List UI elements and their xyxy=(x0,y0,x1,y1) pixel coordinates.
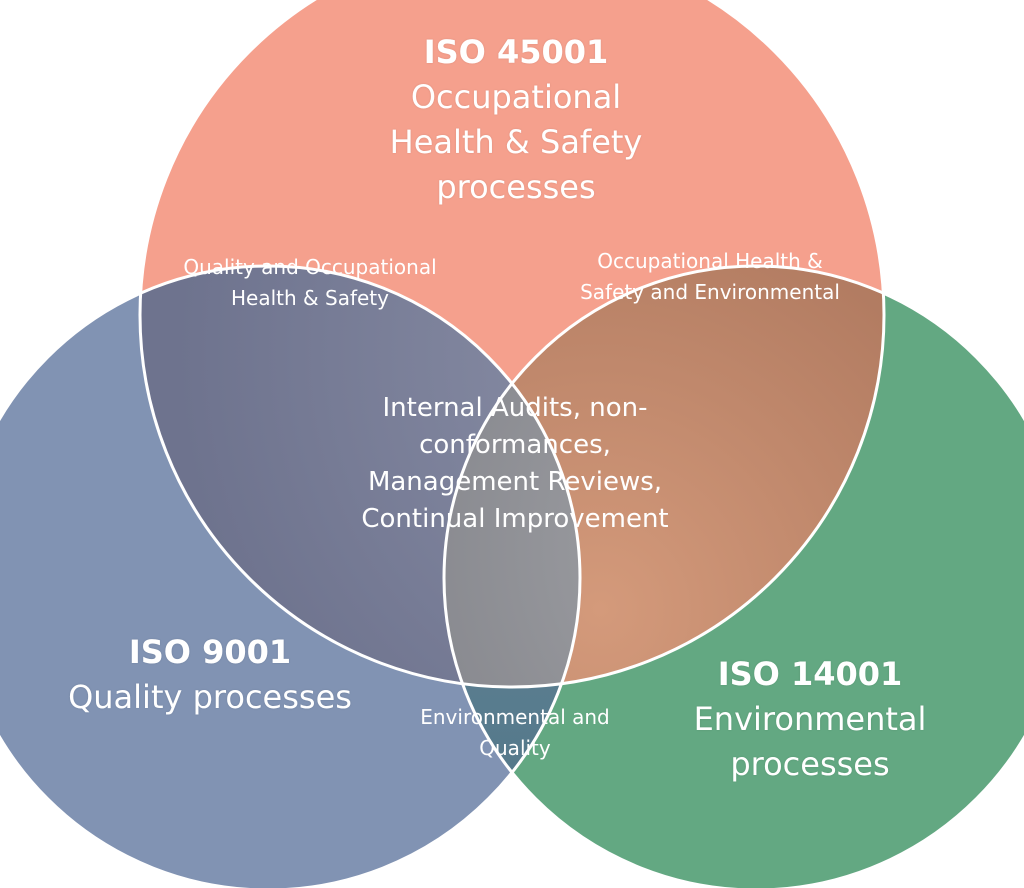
ohs-description: Occupational Health & Safety processes xyxy=(389,78,643,206)
quality-circle-outline xyxy=(0,264,582,888)
ohs-environmental-region xyxy=(444,266,884,687)
ohs-set-label: ISO 45001 Occupational Health & Safety p… xyxy=(356,30,676,210)
ohs-circle-outline xyxy=(138,0,886,689)
environmental-set-label: ISO 14001 Environmental processes xyxy=(660,652,960,787)
ohs-environmental-label: Occupational Health & Safety and Environ… xyxy=(580,249,840,304)
center-label: Internal Audits, non-conformances, Manag… xyxy=(361,393,669,534)
environmental-description: Environmental processes xyxy=(693,700,927,783)
environmental-circle-outline xyxy=(442,264,1024,888)
quality-description: Quality processes xyxy=(68,678,352,716)
quality-ohs-label: Quality and Occupational Health & Safety xyxy=(183,255,437,310)
environmental-quality-label: Environmental and Quality xyxy=(420,705,610,760)
ohs-code: ISO 45001 xyxy=(423,33,609,71)
environmental-code: ISO 14001 xyxy=(717,655,903,693)
quality-code: ISO 9001 xyxy=(128,633,292,671)
quality-set-label: ISO 9001 Quality processes xyxy=(60,630,360,720)
